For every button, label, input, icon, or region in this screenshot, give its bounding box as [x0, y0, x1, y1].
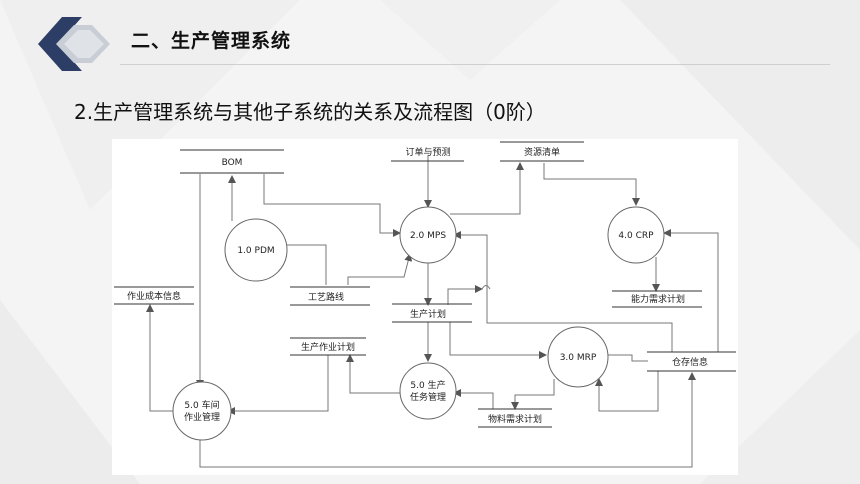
- store-material-label: 物料需求计划: [488, 413, 542, 425]
- process-mrp-label: 3.0 MRP: [560, 353, 597, 363]
- store-plan-label: 生产计划: [410, 308, 446, 320]
- process-crp-label: 4.0 CRP: [618, 231, 654, 241]
- process-task-label-1: 5.0 生产: [410, 379, 445, 391]
- store-bom-label: BOM: [222, 158, 243, 168]
- store-workplan-label: 生产作业计划: [301, 341, 355, 353]
- process-workshop-label-2: 作业管理: [184, 411, 220, 423]
- store-warehouse-label: 仓存信息: [672, 356, 708, 368]
- flow-plan-to-crp: [447, 285, 483, 305]
- header-divider: [120, 64, 830, 65]
- process-pdm: [224, 218, 288, 282]
- data-flow-diagram: 1.0 PDM 2.0 MPS 4.0 CRP 3.0 MRP 5.0 生产 任…: [112, 139, 738, 475]
- flow-warehouse-to-crp: [663, 229, 719, 352]
- flow-warehouse-to-mrp: [595, 371, 659, 412]
- flow-warehouse-to-mps: [453, 231, 673, 352]
- process-workshop-label-1: 5.0 车间: [184, 399, 219, 411]
- store-jobcost-label: 作业成本信息: [127, 290, 181, 302]
- flow-task-to-workplan: [346, 354, 400, 394]
- store-order-label: 订单与预测: [405, 146, 450, 158]
- flow-routing-to-mps: [347, 253, 413, 285]
- process-workshop: [172, 381, 232, 441]
- store-resource-label: 资源清单: [524, 146, 560, 158]
- section-title: 二、生产管理系统: [131, 30, 292, 52]
- process-mps: [399, 206, 457, 264]
- flow-workshop-to-warehouse: [199, 372, 696, 468]
- logo-icon: [38, 17, 110, 71]
- page-subtitle: 2.生产管理系统与其他子系统的关系及流程图（0阶）: [74, 100, 546, 124]
- flow-mrp-to-material: [511, 379, 555, 410]
- process-task-label-2: 任务管理: [410, 391, 446, 403]
- flow-resource-to-crp: [543, 163, 640, 206]
- store-routing-label: 工艺路线: [308, 291, 344, 303]
- flow-workplan-to-workshop: [227, 355, 329, 415]
- process-mps-label: 2.0 MPS: [410, 231, 446, 241]
- flow-bom-to-mps: [263, 174, 401, 237]
- flow-hop: [481, 285, 491, 290]
- store-capacity-label: 能力需求计划: [631, 293, 685, 305]
- process-task-mgmt: [399, 362, 457, 420]
- flow-mps-to-resource: [450, 162, 524, 215]
- process-crp: [607, 206, 665, 264]
- process-mrp: [547, 326, 609, 388]
- process-pdm-label: 1.0 PDM: [237, 246, 274, 256]
- flow-workshop-to-jobcost: [146, 304, 176, 412]
- flow-plan-to-mrp: [449, 322, 547, 359]
- flow-material-to-task: [453, 389, 494, 409]
